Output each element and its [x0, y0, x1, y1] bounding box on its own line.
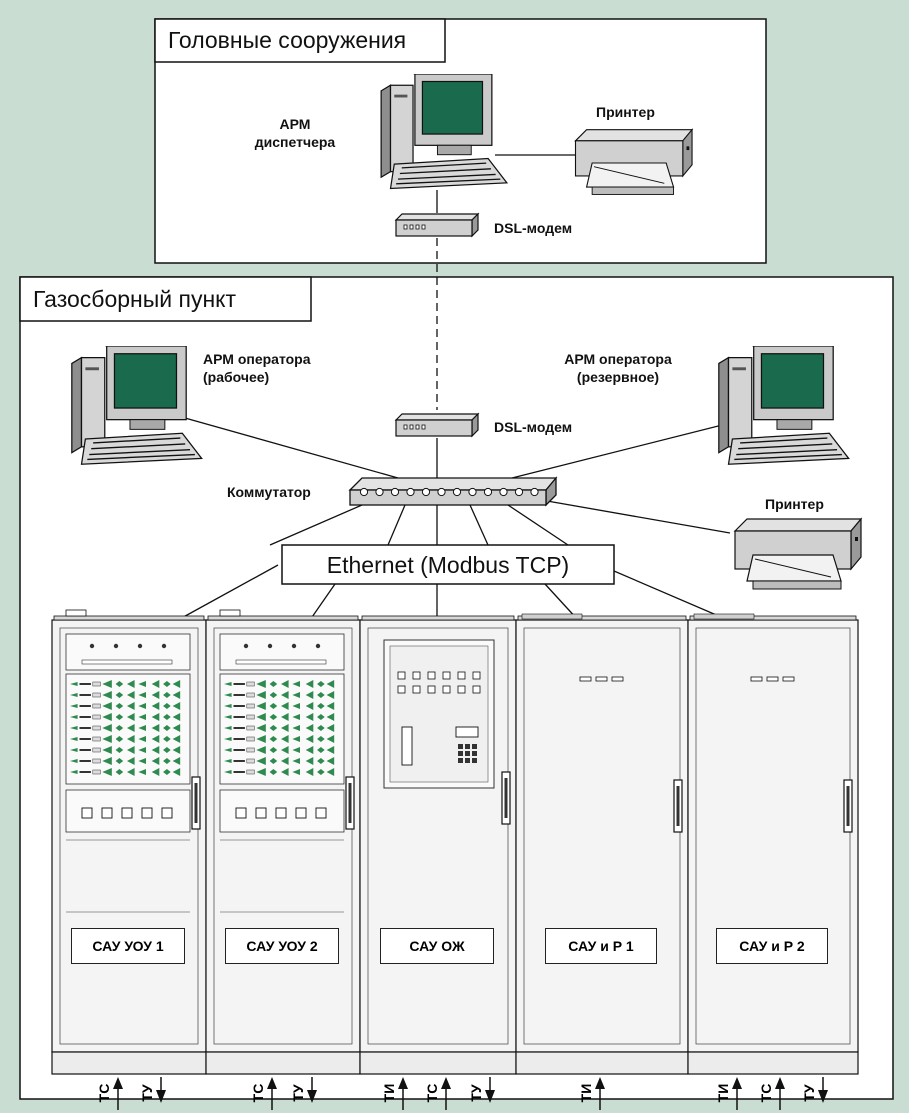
- cabinet-4: [515, 613, 689, 1075]
- switch-icon: [348, 476, 558, 507]
- signal-label: ТУ: [468, 1084, 484, 1102]
- printer-gas-label: Принтер: [765, 496, 824, 512]
- switch-label: Коммутатор: [227, 484, 311, 500]
- printer-top-label: Принтер: [596, 104, 655, 120]
- switch-port: [514, 487, 524, 497]
- cabinet-3: [359, 615, 517, 1075]
- cabinet-label: САУ УОУ 1: [71, 928, 185, 964]
- dsl-modem-gas-icon: [395, 413, 479, 437]
- signal-arrow: [732, 1077, 742, 1110]
- signal-label: ТС: [96, 1083, 112, 1103]
- cabinet-label: САУ и Р 1: [545, 928, 657, 964]
- cabinet-label: САУ и Р 2: [716, 928, 828, 964]
- cabinet-label: САУ ОЖ: [380, 928, 494, 964]
- signal-arrow: [595, 1077, 605, 1110]
- signal-arrow: [267, 1077, 277, 1110]
- signal-arrow: [113, 1077, 123, 1110]
- operator-reserve-pc-icon: [718, 346, 850, 466]
- dsl-modem-gas-label: DSL-модем: [494, 419, 573, 435]
- signal-arrow: [398, 1077, 408, 1110]
- head-section-title: Головные сооружения: [168, 27, 407, 53]
- switch-port: [359, 487, 369, 497]
- cabinet-label: САУ УОУ 2: [225, 928, 339, 964]
- dsl-modem-top-icon: [395, 213, 479, 237]
- head-section-title-box: [154, 18, 446, 63]
- ethernet-label: Ethernet (Modbus TCP): [326, 552, 570, 578]
- switch-port: [390, 487, 400, 497]
- signal-arrow: [156, 1077, 166, 1103]
- operator-work-pc-icon: [71, 346, 203, 466]
- connection-lines: [177, 154, 751, 621]
- dispatcher-pc-icon: [380, 74, 508, 190]
- cabinet-2: [205, 609, 361, 1075]
- switch-port: [437, 487, 446, 497]
- signal-arrow: [441, 1077, 451, 1110]
- switch-port: [421, 487, 431, 497]
- switch-port: [499, 487, 508, 497]
- switch-port: [483, 487, 493, 497]
- signal-arrow: [775, 1077, 785, 1110]
- dsl-modem-top-label: DSL-модем: [494, 220, 573, 236]
- signal-label: ТС: [758, 1083, 774, 1103]
- switch-port: [375, 487, 384, 497]
- ethernet-box: [281, 544, 615, 585]
- gas-section-title: Газосборный пункт: [33, 286, 237, 312]
- operator-work-label: АРМ оператора (рабочее): [203, 351, 311, 385]
- switch-port: [452, 487, 462, 497]
- switch-port: [530, 487, 539, 497]
- cabinet-1: [51, 609, 207, 1075]
- signal-label: ТИ: [381, 1083, 397, 1103]
- switch-port: [468, 487, 477, 497]
- switch-port: [406, 487, 415, 497]
- signal-arrow: [818, 1077, 828, 1103]
- signal-label: ТС: [424, 1083, 440, 1103]
- operator-reserve-label: АРМ оператора (резервное): [564, 351, 672, 385]
- signal-label: ТИ: [578, 1083, 594, 1103]
- signal-label: ТУ: [139, 1084, 155, 1102]
- signal-label: ТС: [250, 1083, 266, 1103]
- signal-arrow: [307, 1077, 317, 1103]
- signal-arrow: [485, 1077, 495, 1103]
- signal-label: ТУ: [290, 1084, 306, 1102]
- gas-section-title-box: [19, 276, 312, 322]
- signal-label: ТИ: [715, 1083, 731, 1103]
- signal-label: ТУ: [801, 1084, 817, 1102]
- dispatcher-workstation-label: АРМ диспетчера: [254, 116, 336, 150]
- cabinet-5: [687, 613, 859, 1075]
